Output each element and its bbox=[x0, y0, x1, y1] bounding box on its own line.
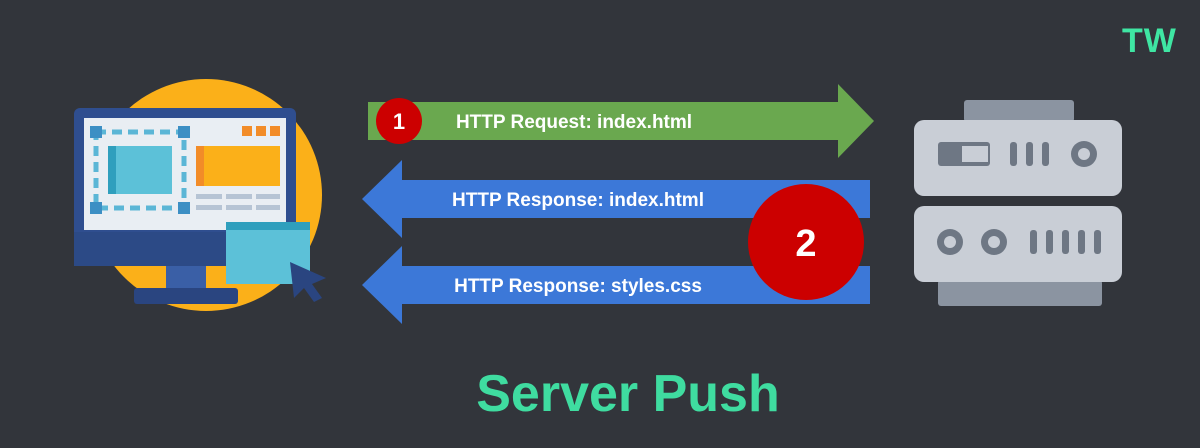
response-arrow-html-label: HTTP Response: index.html bbox=[452, 190, 704, 211]
diagram-title: Server Push bbox=[476, 365, 780, 423]
step-badge-1: 1 bbox=[376, 98, 422, 144]
response-arrow-css-label: HTTP Response: styles.css bbox=[454, 276, 702, 297]
response-arrow-css: HTTP Response: styles.css bbox=[362, 246, 870, 324]
brand-logo: TW bbox=[1122, 22, 1177, 60]
response-arrow-html: HTTP Response: index.html bbox=[362, 160, 870, 238]
step-badge-2-number: 2 bbox=[795, 223, 816, 265]
step-badge-2: 2 bbox=[748, 184, 864, 300]
desktop-computer-icon bbox=[74, 79, 326, 311]
server-rack-icon bbox=[914, 100, 1122, 306]
cursor-icon bbox=[290, 262, 326, 302]
request-arrow-label: HTTP Request: index.html bbox=[456, 112, 692, 133]
step-badge-1-number: 1 bbox=[393, 109, 405, 134]
request-arrow: HTTP Request: index.html bbox=[368, 84, 874, 158]
